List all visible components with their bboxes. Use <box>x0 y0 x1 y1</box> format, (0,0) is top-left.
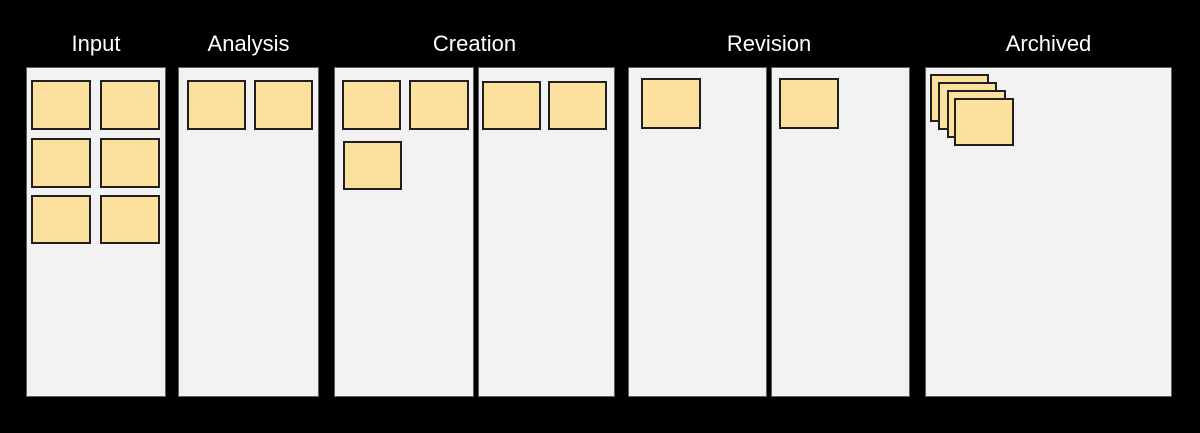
sticky-note[interactable] <box>409 80 469 130</box>
sticky-note[interactable] <box>31 80 91 130</box>
sticky-note[interactable] <box>548 81 607 130</box>
sticky-note[interactable] <box>100 195 160 244</box>
column-title-analysis: Analysis <box>207 31 290 56</box>
column-title-creation: Creation <box>432 31 517 56</box>
sticky-note[interactable] <box>187 80 246 130</box>
sticky-note[interactable] <box>100 138 160 188</box>
column-title-input: Input <box>71 31 121 56</box>
sticky-note[interactable] <box>343 141 402 190</box>
sticky-note[interactable] <box>100 80 160 130</box>
sticky-note[interactable] <box>954 98 1014 146</box>
column-title-archived: Archived <box>1005 31 1092 56</box>
sticky-note[interactable] <box>31 195 91 244</box>
sticky-note[interactable] <box>779 78 839 129</box>
sticky-note[interactable] <box>482 81 541 130</box>
sticky-note[interactable] <box>342 80 401 130</box>
sticky-note[interactable] <box>31 138 91 188</box>
sticky-note[interactable] <box>254 80 313 130</box>
sticky-note[interactable] <box>641 78 701 129</box>
column-title-revision: Revision <box>726 31 812 56</box>
